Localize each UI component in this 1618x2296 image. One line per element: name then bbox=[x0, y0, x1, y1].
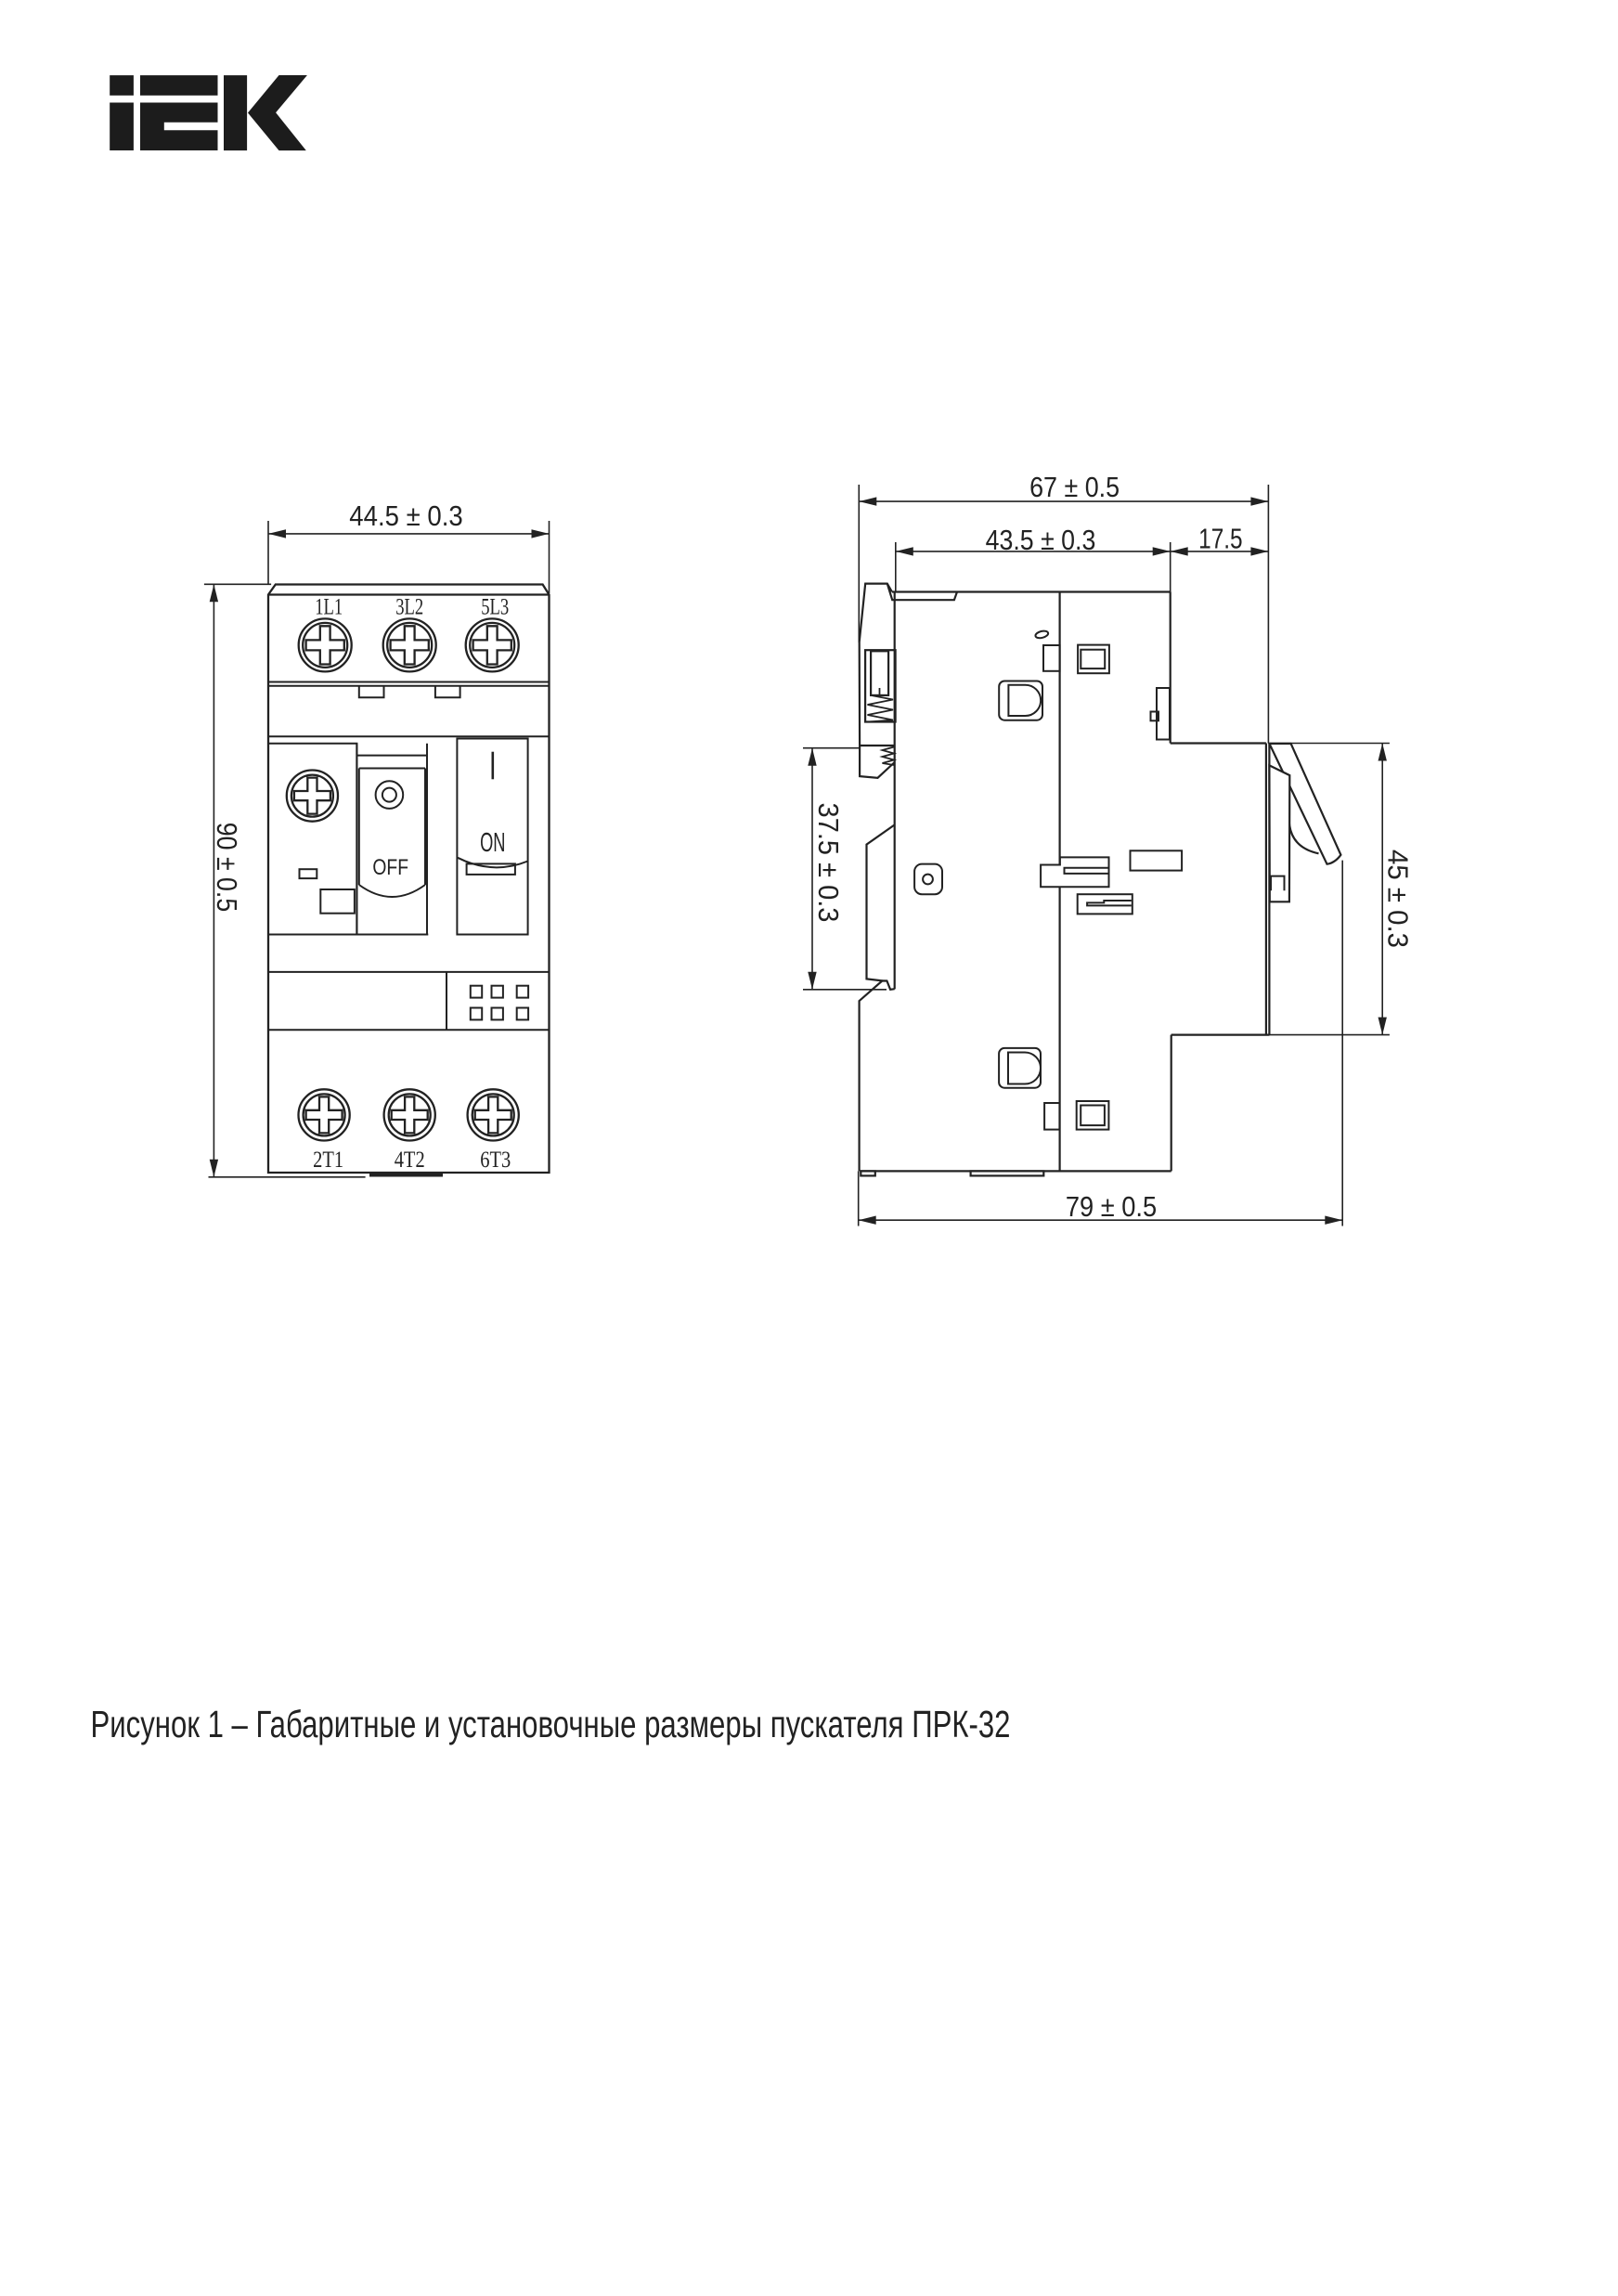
svg-text:67 ± 0.5: 67 ± 0.5 bbox=[1029, 472, 1120, 503]
svg-text:OFF: OFF bbox=[372, 855, 408, 880]
svg-text:45 ± 0.3: 45 ± 0.3 bbox=[1382, 850, 1414, 948]
svg-text:17.5: 17.5 bbox=[1198, 524, 1243, 555]
svg-text:44.5 ± 0.3: 44.5 ± 0.3 bbox=[349, 500, 462, 532]
svg-text:2T1: 2T1 bbox=[313, 1148, 343, 1173]
svg-text:1L1: 1L1 bbox=[315, 594, 343, 619]
svg-text:Рисунок 1 – Габаритные и устан: Рисунок 1 – Габаритные и установочные ра… bbox=[91, 1703, 1011, 1745]
svg-text:43.5 ± 0.3: 43.5 ± 0.3 bbox=[986, 525, 1096, 556]
svg-text:79 ± 0.5: 79 ± 0.5 bbox=[1066, 1191, 1157, 1223]
svg-text:5L3: 5L3 bbox=[481, 594, 509, 619]
svg-text:37.5 ± 0.3: 37.5 ± 0.3 bbox=[812, 803, 844, 923]
svg-text:90 ± 0.5: 90 ± 0.5 bbox=[211, 823, 242, 912]
svg-text:6T3: 6T3 bbox=[480, 1148, 511, 1173]
svg-text:4T2: 4T2 bbox=[395, 1148, 425, 1173]
svg-text:ON: ON bbox=[480, 828, 505, 858]
svg-text:3L2: 3L2 bbox=[395, 594, 423, 619]
